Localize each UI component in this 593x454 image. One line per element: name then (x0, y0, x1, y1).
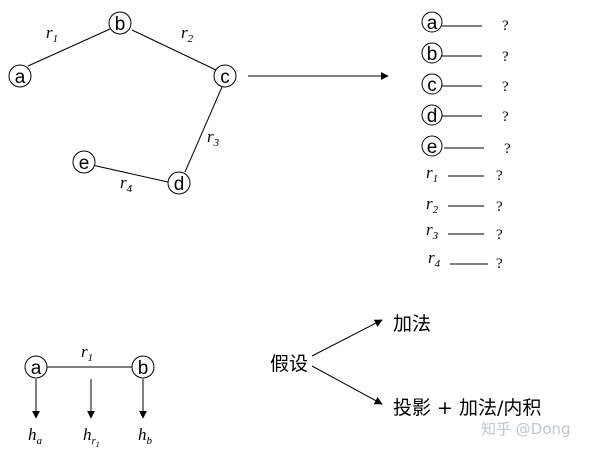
vector-h-a: ha (28, 425, 43, 447)
svg-text:d: d (427, 106, 438, 127)
edge-b-c (131, 29, 217, 71)
svg-text:b: b (138, 358, 149, 379)
svg-text:?: ? (502, 79, 509, 95)
svg-text:?: ? (496, 168, 503, 184)
list-item-d: d ? (421, 104, 509, 127)
svg-text:?: ? (502, 109, 509, 125)
svg-text:?: ? (496, 199, 503, 215)
graph-node-e: e (72, 150, 96, 174)
svg-text:?: ? (496, 256, 503, 272)
list-item-c: c ? (421, 73, 509, 96)
svg-text:?: ? (502, 18, 509, 34)
svg-text:a: a (31, 358, 42, 379)
list-item-e: e ? (421, 135, 511, 158)
option-addition: 加法 (393, 313, 431, 335)
list-item-r3: r3 ? (426, 220, 503, 243)
entity-graph: a b c d e r1 r2 r3 r4 (8, 11, 237, 195)
svg-text:r1: r1 (426, 163, 438, 185)
vector-h-r1: hr1 (83, 425, 100, 449)
svg-text:b: b (427, 44, 438, 65)
graph-node-b: b (108, 11, 132, 35)
graph-node-a: a (8, 64, 32, 88)
vector-h-b: hb (138, 425, 153, 447)
edge-label-r1: r1 (46, 23, 58, 45)
list-item-r2: r2 ? (426, 194, 503, 216)
triple-relation-label: r1 (81, 342, 93, 364)
svg-text:?: ? (504, 141, 511, 157)
list-item-a: a ? (421, 11, 509, 34)
branch-arrow-add (311, 319, 383, 357)
triple-embedding: a b r1 ha hr1 hb (24, 342, 155, 449)
edge-label-r4: r4 (120, 173, 133, 195)
mapping-list: a ? b ? c ? d ? e ? r1 (421, 11, 511, 272)
edge-c-d (184, 86, 223, 173)
triple-head-node: a (24, 355, 48, 379)
edge-label-r2: r2 (181, 23, 194, 45)
edge-label-r3: r3 (207, 127, 220, 149)
branch-arrow-proj (311, 365, 383, 405)
svg-text:b: b (115, 14, 126, 35)
svg-text:r2: r2 (426, 194, 439, 216)
list-item-r4: r4 ? (428, 248, 503, 272)
svg-text:d: d (174, 174, 185, 195)
svg-text:r3: r3 (426, 220, 439, 242)
graph-node-d: d (167, 171, 191, 195)
triple-tail-node: b (131, 355, 155, 379)
edge-e-d (91, 164, 169, 183)
graph-node-c: c (213, 64, 237, 88)
svg-text:c: c (427, 75, 437, 96)
list-item-b: b ? (421, 42, 509, 65)
svg-text:r4: r4 (428, 248, 441, 270)
svg-text:e: e (79, 153, 90, 174)
svg-text:?: ? (496, 227, 503, 243)
hypothesis-label: 假设 (270, 353, 308, 375)
watermark: 知乎 @Dong (481, 420, 571, 438)
svg-text:?: ? (502, 49, 509, 65)
hypothesis-branches: 假设 加法 投影 + 加法/内积 (270, 313, 541, 419)
svg-text:c: c (220, 67, 230, 88)
svg-text:e: e (427, 137, 438, 158)
list-item-r1: r1 ? (426, 163, 503, 185)
option-projection: 投影 + 加法/内积 (393, 397, 541, 419)
edge-a-b (27, 28, 111, 67)
svg-text:a: a (427, 13, 438, 34)
svg-text:a: a (15, 67, 26, 88)
